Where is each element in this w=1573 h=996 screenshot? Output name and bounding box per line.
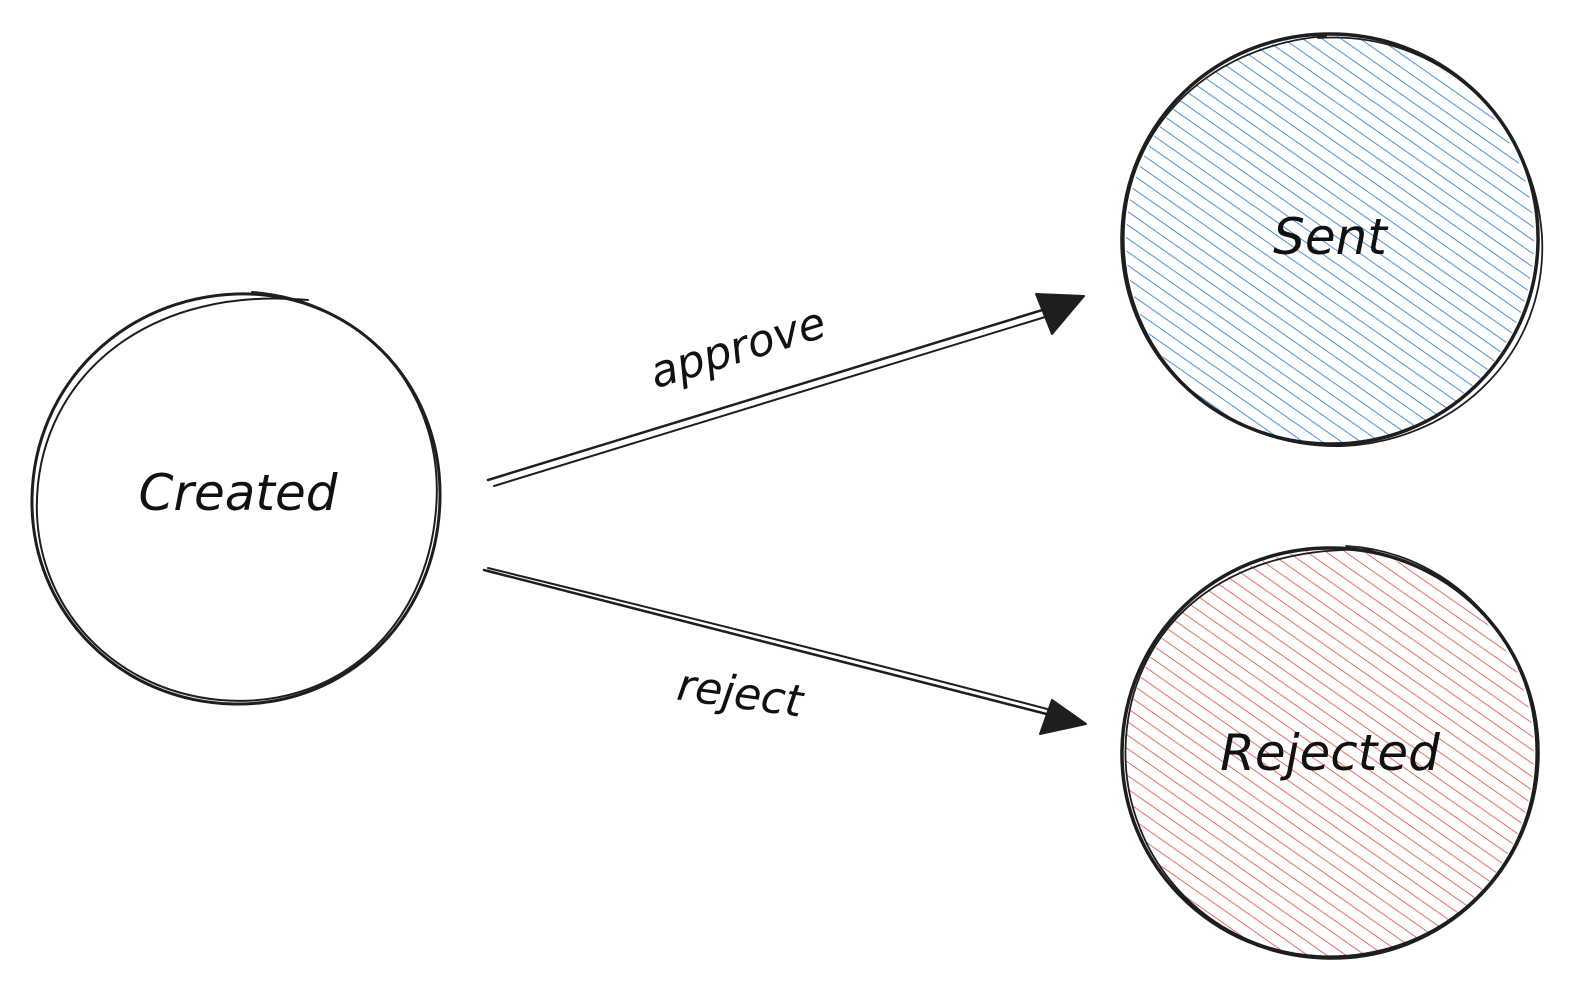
node-sent-outline-second-stroke [1122,35,1544,447]
edge-approve-line-second-stroke [493,309,1069,487]
node-sent-label: Sent [1273,208,1389,266]
node-rejected-hatch-fill [1126,550,1534,958]
node-rejected-label: Rejected [1220,724,1440,782]
node-sent[interactable]: Sent [1120,32,1544,447]
edge-approve[interactable]: approve [486,293,1085,487]
edge-approve-line [486,302,1064,482]
node-created-outline [30,292,442,706]
node-created-label: Created [139,464,338,522]
edge-reject-line-second-stroke [487,567,1067,715]
node-created[interactable]: Created [30,291,442,706]
node-sent-hatch-fill [1126,36,1534,444]
edge-reject[interactable]: reject [482,567,1087,735]
node-rejected[interactable]: Rejected [1120,545,1540,960]
edge-reject-label: reject [674,660,808,728]
edge-reject-arrowhead [1039,699,1087,735]
node-created-outline-second-stroke [35,291,438,702]
edge-approve-arrowhead [1035,293,1085,335]
node-rejected-outline-second-stroke [1124,545,1538,958]
edge-reject-line [482,568,1064,720]
